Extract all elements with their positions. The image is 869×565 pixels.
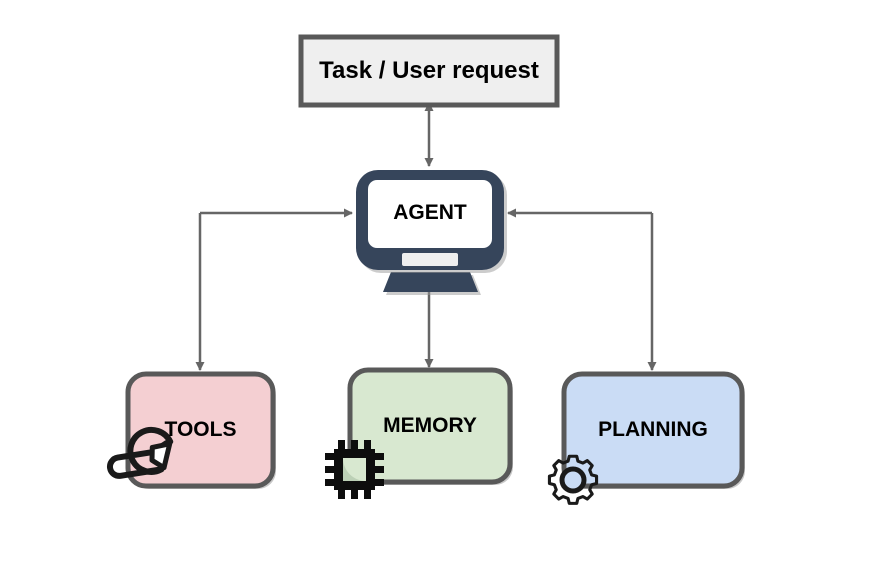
node-planning[interactable] [561,371,745,489]
connector-agent-planning [507,208,657,371]
wrench-icon [107,426,174,479]
node-agent[interactable] [356,170,507,295]
connector-agent-tools [195,208,353,371]
monitor-indicator [402,253,458,266]
gear-icon [547,454,599,505]
node-task-user-request[interactable] [298,34,560,108]
node-memory[interactable] [347,367,513,485]
monitor-stand [383,272,478,292]
monitor-screen [368,180,492,248]
chip-icon [325,440,384,499]
